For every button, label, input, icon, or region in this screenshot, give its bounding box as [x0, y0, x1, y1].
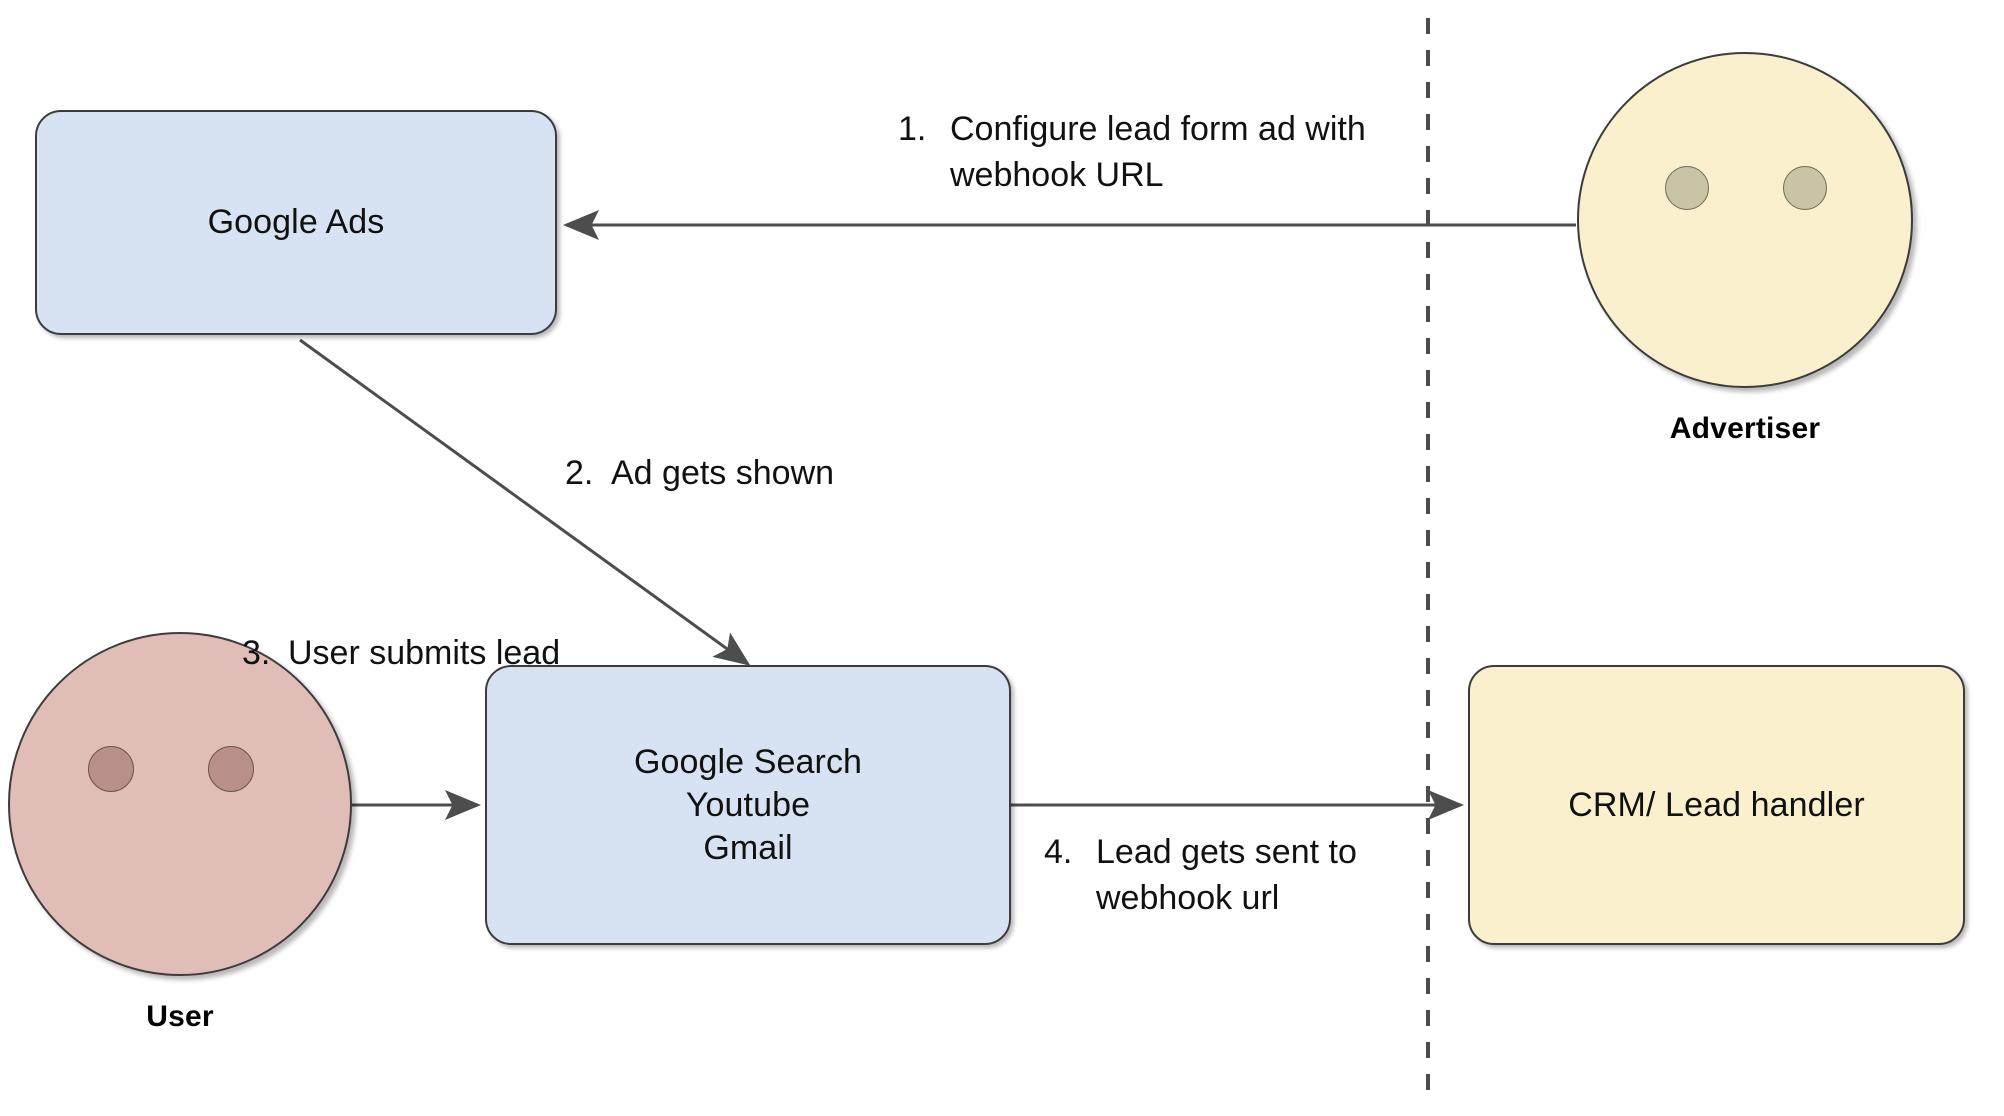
actor-user-caption: User [146, 1000, 214, 1033]
step-3-number: 3. [242, 634, 271, 672]
step-1-number: 1. [898, 110, 927, 148]
step-4-text: Lead gets sent to webhook url [1096, 833, 1357, 917]
step-1-text: Configure lead form ad with webhook URL [950, 110, 1366, 194]
actor-advertiser-caption: Advertiser [1669, 412, 1821, 445]
user-left-eye-icon [88, 746, 134, 792]
step-label-2: 2. Ad gets shown [565, 404, 985, 496]
step-2-number: 2. [565, 454, 594, 492]
step-2-text: Ad gets shown [611, 454, 835, 492]
step-label-1: 1. Configure lead form ad with webhook U… [898, 106, 1398, 198]
actor-advertiser-face[interactable] [1577, 52, 1913, 388]
node-google-properties[interactable]: Google Search Youtube Gmail [485, 665, 1011, 945]
node-crm-lead-handler[interactable]: CRM/ Lead handler [1468, 665, 1965, 945]
step-4-number: 4. [1044, 833, 1073, 871]
advertiser-left-eye-icon [1665, 166, 1709, 210]
node-google-ads[interactable]: Google Ads [35, 110, 557, 335]
step-label-3: 3. User submits lead [242, 584, 672, 676]
step-label-4: 4. Lead gets sent to webhook url [1044, 829, 1444, 921]
step-3-text: User submits lead [288, 634, 561, 672]
connector-google-ads-to-properties [299, 338, 751, 666]
user-right-eye-icon [208, 746, 254, 792]
node-crm-lead-handler-label: CRM/ Lead handler [1568, 785, 1865, 824]
advertiser-right-eye-icon [1783, 166, 1827, 210]
node-google-ads-label: Google Ads [207, 203, 385, 241]
node-google-properties-label: Google Search Youtube Gmail [633, 742, 863, 867]
actor-user-face[interactable] [8, 632, 352, 976]
